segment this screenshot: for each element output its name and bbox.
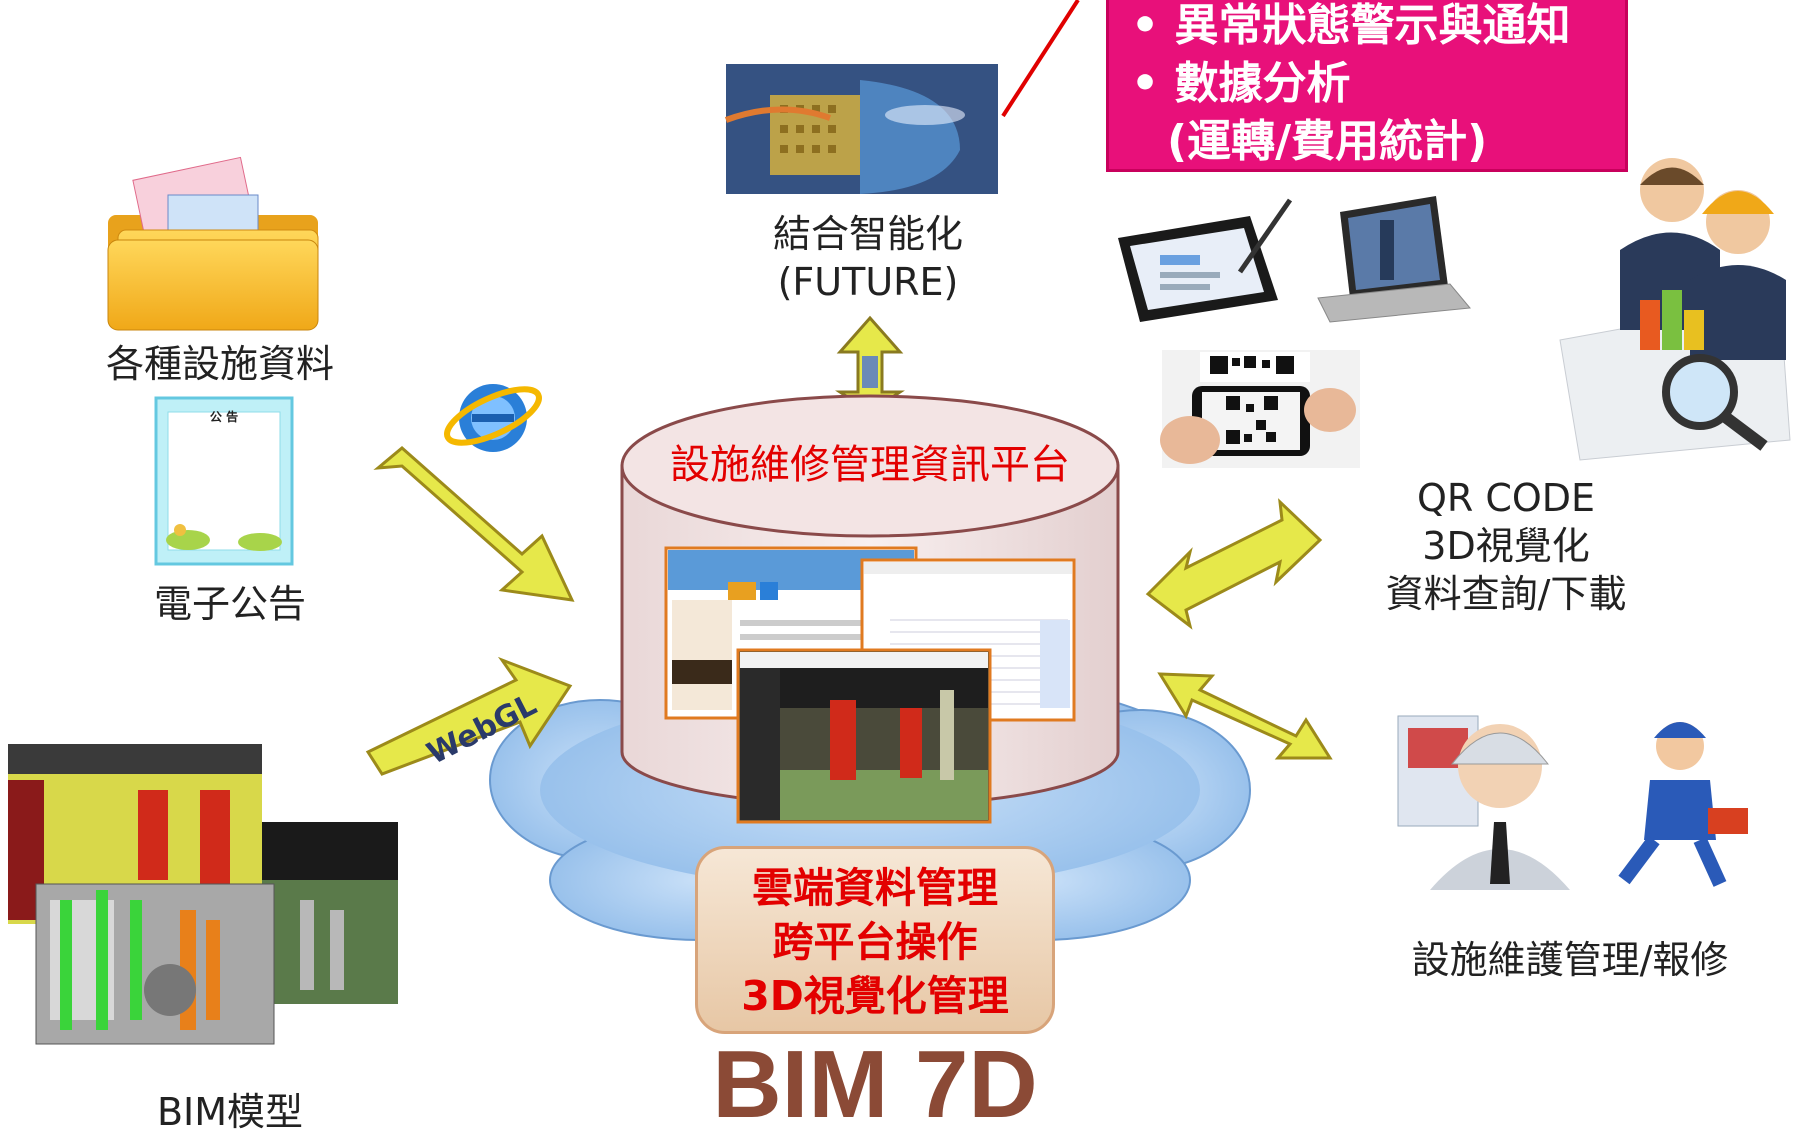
smart-label-line2: (FUTURE) [777,260,959,304]
arrow-webgl-to-platform [365,656,573,776]
qr-phone-icon [1160,350,1360,468]
ie-browser-icon [444,384,542,452]
cloud-line1: 雲端資料管理 [752,864,998,912]
future-item-analysis: • 數據分析 [1131,58,1351,109]
bulletin-label: 電子公告 [153,582,306,626]
qr-label-line3: 資料查詢/下載 [1385,572,1627,616]
tablet-icon [1118,198,1293,322]
bulletin-board-icon [154,396,294,566]
cloud-line2: 跨平台操作 [772,918,978,966]
qr-label-line1: QR CODE [1416,476,1596,520]
connector-line [1001,0,1080,118]
future-item-alert: • 異常狀態警示與通知 [1131,0,1571,51]
future-features-callout: • 異常狀態警示與通知 • 數據分析 (運轉/費用統計) [1106,0,1628,172]
engineer-icon [1397,715,1570,890]
smart-label: 結合智能化 (FUTURE) [708,210,1028,306]
bulletin-doc-title: 公 告 [209,410,239,424]
bim-model-label: BIM模型 [156,1090,304,1134]
bim-model-image [8,744,398,1045]
qr-label-line2: 3D視覺化 [1422,524,1590,568]
maintenance-label: 設施維護管理/報修 [1411,938,1729,982]
platform-title: 設施維修管理資訊平台 [670,442,1070,488]
business-people-icon [1559,158,1791,461]
laptop-icon [1317,196,1471,323]
arrow-platform-qr [1145,498,1323,630]
repairman-icon [1618,722,1748,887]
smart-label-line1: 結合智能化 [772,212,963,256]
folder-icon [107,156,319,331]
arrow-facility-to-platform [373,446,575,602]
qr-label: QR CODE 3D視覺化 資料查詢/下載 [1336,474,1676,618]
cloud-features-box: 雲端資料管理 跨平台操作 3D視覺化管理 [695,846,1055,1034]
future-item-alert-text: 異常狀態警示與通知 [1174,0,1571,51]
future-item-analysis-text: 數據分析 [1174,58,1351,109]
bim7d-title: BIM 7D [712,1031,1038,1138]
platform-screenshot-3d [736,648,992,824]
ai-head-icon [724,64,998,194]
facility-data-label: 各種設施資料 [105,342,334,386]
arrow-platform-maintenance [1157,672,1333,760]
cloud-line3: 3D視覺化管理 [741,972,1009,1020]
future-item-stats: (運轉/費用統計) [1167,116,1488,167]
